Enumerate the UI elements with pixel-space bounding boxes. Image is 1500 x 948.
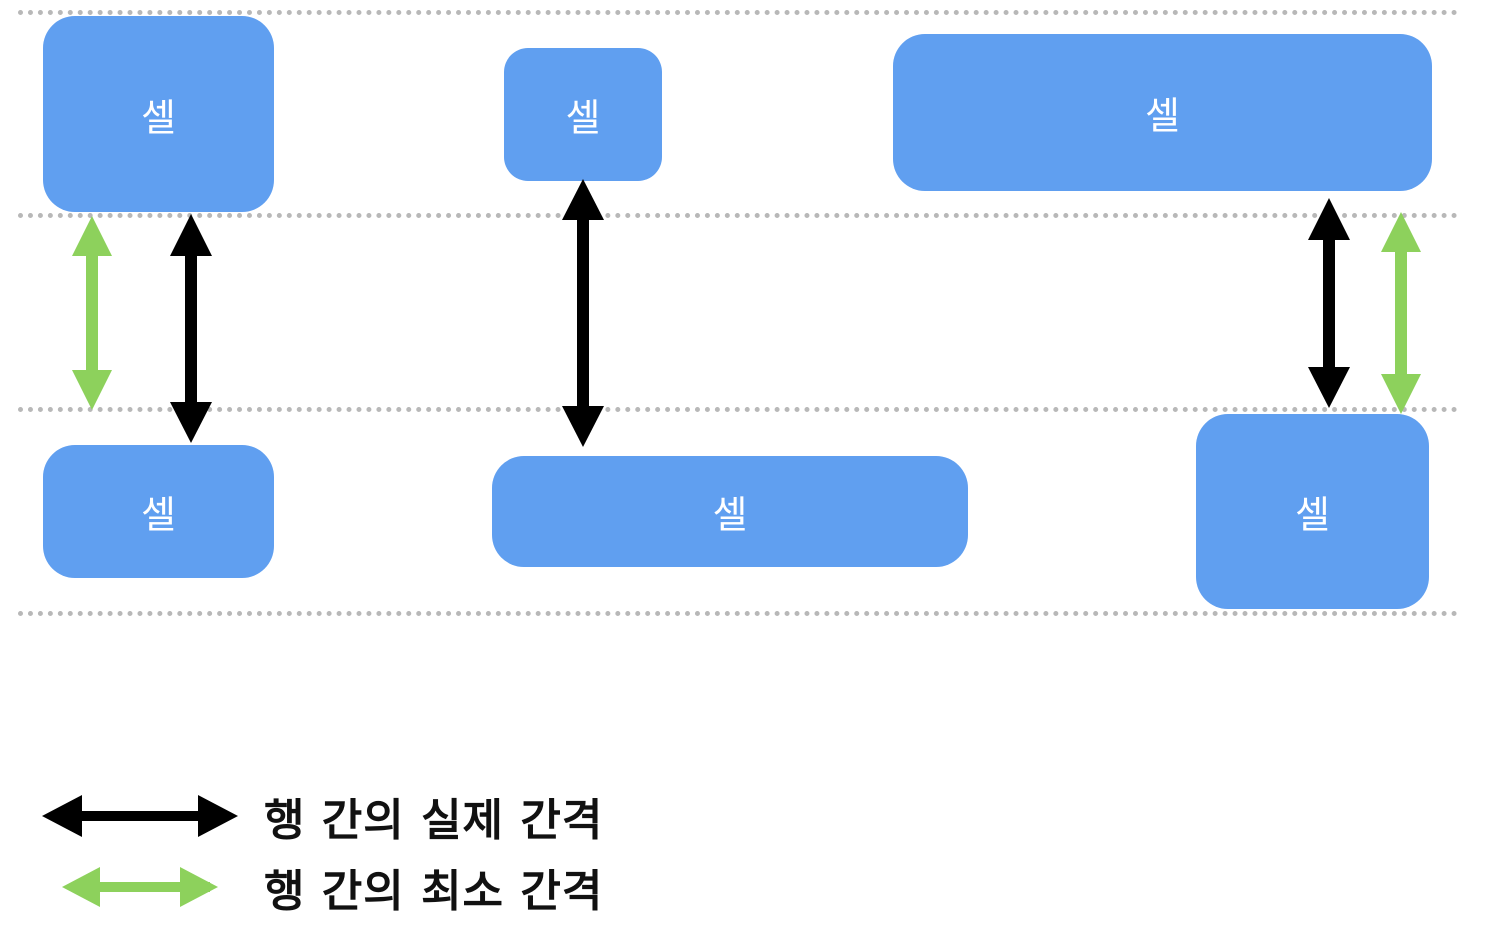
cell-label: 셀: [1295, 493, 1330, 537]
black-double-arrow-icon: [42, 795, 238, 837]
legend-minimum-spacing-label: 행 간의 최소 간격: [264, 866, 604, 917]
legend-minimum-spacing: 행 간의 최소 간격: [40, 857, 603, 917]
cell-row1-middle: 셀: [504, 48, 662, 181]
cell-label: 셀: [141, 493, 176, 537]
cell-label: 셀: [565, 96, 601, 140]
middle-actual-spacing-arrow: [562, 179, 604, 447]
green-double-arrow-icon: [62, 867, 218, 907]
cell-row2-middle: 셀: [492, 456, 968, 567]
cell-row2-left: 셀: [43, 445, 274, 578]
left-actual-spacing-arrow: [170, 214, 212, 443]
right-actual-spacing-arrow: [1308, 198, 1350, 408]
cell-label: 셀: [141, 95, 176, 140]
legend-actual-spacing: 행 간의 실제 간격: [40, 786, 603, 846]
row1-top-guide: [18, 10, 1458, 15]
cell-label: 셀: [712, 493, 748, 537]
legend-actual-spacing-label: 행 간의 실제 간격: [264, 795, 604, 846]
row2-bottom-guide: [18, 611, 1458, 616]
cell-row1-left: 셀: [43, 16, 274, 212]
left-minimum-spacing-arrow: [72, 216, 112, 410]
row2-top-guide: [18, 407, 1458, 412]
cell-row2-right: 셀: [1196, 414, 1429, 609]
cell-label: 셀: [1145, 94, 1180, 138]
cell-row1-right: 셀: [893, 34, 1432, 191]
row1-bottom-guide: [18, 213, 1458, 218]
right-minimum-spacing-arrow: [1381, 212, 1421, 414]
